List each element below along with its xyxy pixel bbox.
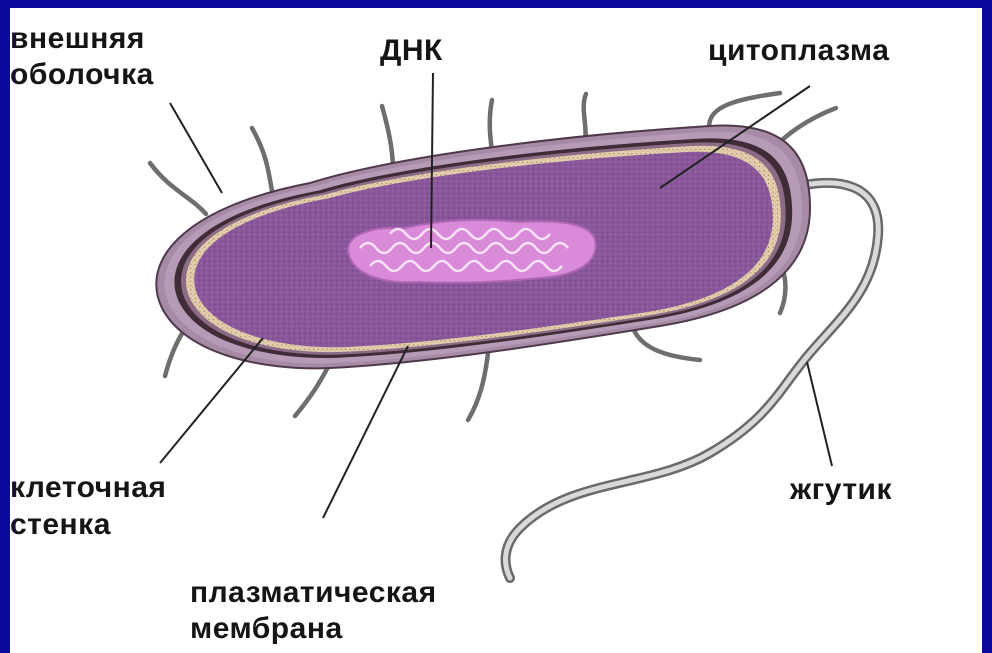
leader-flagellum (807, 362, 832, 466)
slide: внешняя оболочка ДНК цитоплазма клеточна… (10, 8, 982, 653)
leader-plasma-membrane (323, 346, 408, 518)
label-plasma-membrane-line1: плазматическая (190, 578, 437, 608)
label-outer-membrane-line1: внешняя (10, 24, 145, 54)
pilus (252, 128, 272, 191)
pilus (295, 363, 330, 416)
pilus (633, 328, 700, 360)
bacterium-diagram (10, 8, 982, 653)
pilus (382, 106, 393, 171)
label-cell-wall-line1: клеточная (10, 473, 166, 503)
nucleoid (348, 220, 596, 283)
label-cell-wall-line2: стенка (10, 510, 111, 540)
label-cytoplasm: цитоплазма (708, 36, 889, 66)
pilus (468, 353, 488, 420)
label-plasma-membrane-line2: мембрана (190, 614, 343, 644)
pilus (150, 163, 206, 214)
label-flagellum: жгутик (790, 475, 892, 505)
label-dna: ДНК (380, 36, 443, 66)
label-outer-membrane-line2: оболочка (10, 60, 154, 90)
leader-cell-wall (160, 338, 263, 463)
leader-outer-membrane (170, 103, 222, 193)
